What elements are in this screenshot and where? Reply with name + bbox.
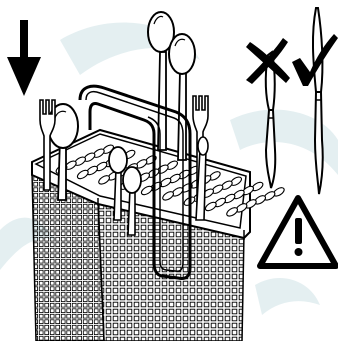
arrow-down-icon	[7, 20, 41, 96]
knife-icon	[313, 8, 322, 92]
cutlery-basket	[32, 130, 286, 341]
warning-triangle-icon	[260, 198, 336, 266]
